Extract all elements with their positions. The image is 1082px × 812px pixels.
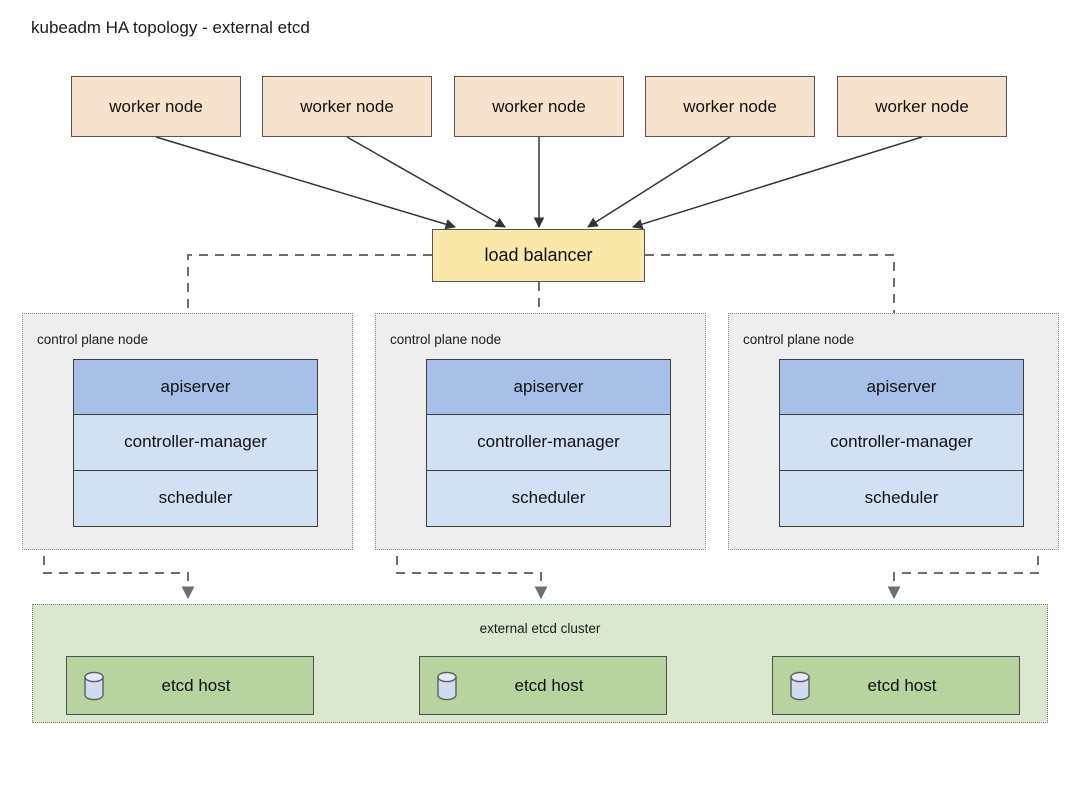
external-etcd-cluster-label: external etcd cluster	[479, 621, 601, 636]
worker-node[interactable]: worker node	[454, 76, 624, 137]
control-plane-component-stack: apiserver controller-manager scheduler	[779, 359, 1024, 527]
component-label: controller-manager	[477, 432, 620, 452]
component-controller-manager[interactable]: controller-manager	[74, 415, 317, 471]
database-cylinder-icon	[84, 671, 104, 700]
component-label: apiserver	[866, 377, 937, 397]
component-label: apiserver	[160, 377, 231, 397]
component-label: controller-manager	[124, 432, 267, 452]
control-plane-node[interactable]: control plane node apiserver controller-…	[728, 313, 1059, 550]
etcd-host-node[interactable]: etcd host	[419, 656, 667, 715]
worker-node-label: worker node	[683, 96, 777, 116]
component-label: scheduler	[158, 488, 233, 508]
etcd-host-node[interactable]: etcd host	[66, 656, 314, 715]
etcd-host-label: etcd host	[161, 675, 231, 695]
component-scheduler[interactable]: scheduler	[427, 470, 670, 526]
component-label: apiserver	[513, 377, 584, 397]
component-apiserver[interactable]: apiserver	[427, 360, 670, 416]
control-plane-node[interactable]: control plane node apiserver controller-…	[22, 313, 353, 550]
component-scheduler[interactable]: scheduler	[74, 470, 317, 526]
control-plane-node-label: control plane node	[743, 332, 855, 347]
worker-node[interactable]: worker node	[837, 76, 1007, 137]
component-controller-manager[interactable]: controller-manager	[780, 415, 1023, 471]
control-plane-component-stack: apiserver controller-manager scheduler	[73, 359, 318, 527]
control-plane-component-stack: apiserver controller-manager scheduler	[426, 359, 671, 527]
control-plane-node[interactable]: control plane node apiserver controller-…	[375, 313, 706, 550]
etcd-host-node[interactable]: etcd host	[772, 656, 1020, 715]
load-balancer-label: load balancer	[484, 245, 593, 265]
worker-node-label: worker node	[109, 96, 203, 116]
worker-node[interactable]: worker node	[71, 76, 241, 137]
worker-node-label: worker node	[492, 96, 586, 116]
control-plane-node-label: control plane node	[37, 332, 149, 347]
worker-to-lb-edges	[155, 136, 923, 230]
worker-node[interactable]: worker node	[262, 76, 432, 137]
database-cylinder-icon	[790, 671, 810, 700]
component-scheduler[interactable]: scheduler	[780, 470, 1023, 526]
load-balancer-node[interactable]: load balancer	[432, 229, 645, 282]
worker-node[interactable]: worker node	[645, 76, 815, 137]
component-controller-manager[interactable]: controller-manager	[427, 415, 670, 471]
component-label: scheduler	[511, 488, 586, 508]
control-plane-node-label: control plane node	[390, 332, 502, 347]
database-cylinder-icon	[437, 671, 457, 700]
component-label: controller-manager	[830, 432, 973, 452]
component-apiserver[interactable]: apiserver	[74, 360, 317, 416]
component-label: scheduler	[864, 488, 939, 508]
etcd-host-label: etcd host	[867, 675, 937, 695]
etcd-host-label: etcd host	[514, 675, 584, 695]
worker-node-label: worker node	[875, 96, 969, 116]
component-apiserver[interactable]: apiserver	[780, 360, 1023, 416]
diagram-title: kubeadm HA topology - external etcd	[31, 18, 310, 37]
worker-node-label: worker node	[300, 96, 394, 116]
